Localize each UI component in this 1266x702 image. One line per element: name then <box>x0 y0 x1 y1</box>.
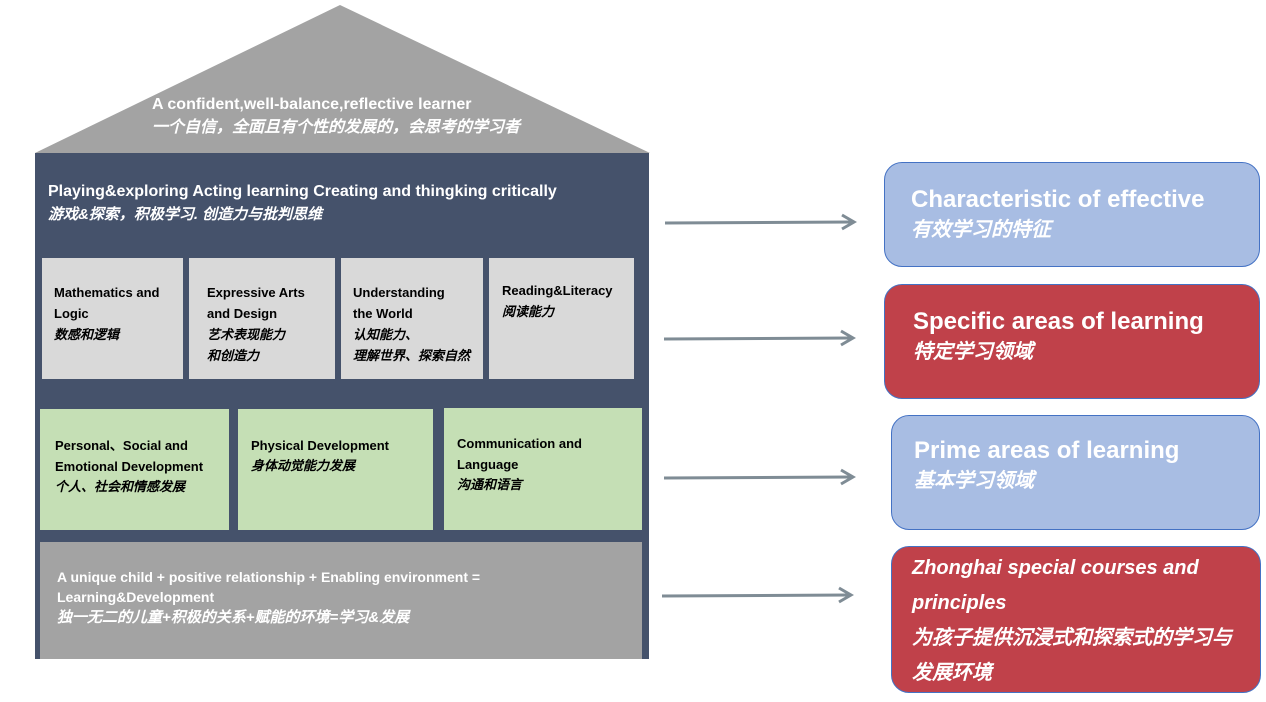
specific-area-zh: 和创造力 <box>207 348 260 363</box>
label-en: Zhonghai special courses and principles <box>912 557 1199 614</box>
prime-area-zh: 个人、社会和情感发展 <box>55 479 186 494</box>
arrow-icon <box>664 213 857 231</box>
arrow-icon <box>663 468 856 486</box>
label-zhonghai-courses: Zhonghai special courses and principles … <box>891 546 1261 693</box>
prime-area-box: Communication and Language 沟通和语言 <box>444 408 642 530</box>
roof-title-en: A confident,well-balance,reflective lear… <box>152 96 472 113</box>
roof-title-zh: 一个自信，全面且有个性的发展的，会思考的学习者 <box>152 119 521 136</box>
specific-area-zh: 阅读能力 <box>502 304 555 319</box>
prime-area-en: Communication and Language <box>457 436 582 472</box>
specific-area-en: Mathematics and Logic <box>54 285 160 321</box>
specific-area-en: Understanding the World <box>353 285 445 321</box>
label-en: Prime areas of learning <box>914 437 1180 464</box>
characteristics-zh: 游戏&探索，积极学习. 创造力与批判思维 <box>48 206 323 223</box>
label-characteristics: Characteristic of effective 有效学习的特征 <box>884 162 1260 267</box>
label-zh: 基本学习领域 <box>914 470 1034 492</box>
specific-area-zh: 理解世界、探索自然 <box>353 348 471 363</box>
label-en: Specific areas of learning <box>913 308 1204 335</box>
foundation-en: A unique child + positive relationship +… <box>57 569 481 605</box>
specific-area-zh: 认知能力、 <box>353 327 419 342</box>
characteristics-text: Playing&exploring Acting learning Creati… <box>48 180 557 226</box>
label-zh: 为孩子提供沉浸式和探索式的学习与发展环境 <box>912 627 1232 684</box>
label-specific-areas: Specific areas of learning 特定学习领域 <box>884 284 1260 399</box>
label-prime-areas: Prime areas of learning 基本学习领域 <box>891 415 1260 530</box>
label-zh: 有效学习的特征 <box>911 219 1051 241</box>
specific-area-box: Expressive Arts and Design 艺术表现能力 和创造力 <box>189 258 335 379</box>
specific-area-en: Expressive Arts and Design <box>207 285 305 321</box>
label-en: Characteristic of effective <box>911 186 1205 213</box>
label-zh: 特定学习领域 <box>913 341 1033 363</box>
roof-text: A confident,well-balance,reflective lear… <box>152 94 520 140</box>
prime-area-box: Physical Development 身体动觉能力发展 <box>238 409 433 530</box>
roof <box>35 5 650 153</box>
prime-area-zh: 身体动觉能力发展 <box>251 458 356 473</box>
specific-area-box: Reading&Literacy 阅读能力 <box>489 258 634 379</box>
roof-triangle <box>35 5 650 153</box>
arrow-icon <box>661 586 854 604</box>
arrow-icon <box>663 329 856 347</box>
specific-area-zh: 数感和逻辑 <box>54 327 120 342</box>
specific-area-box: Mathematics and Logic 数感和逻辑 <box>42 258 183 379</box>
prime-area-en: Personal、Social and Emotional Developmen… <box>55 438 204 474</box>
characteristics-en: Playing&exploring Acting learning Creati… <box>48 183 557 200</box>
specific-area-zh: 艺术表现能力 <box>207 327 286 342</box>
specific-area-en: Reading&Literacy <box>502 283 613 298</box>
foundation-zh: 独一无二的儿童+积极的关系+赋能的环境=学习&发展 <box>57 609 410 626</box>
prime-area-box: Personal、Social and Emotional Developmen… <box>40 409 229 530</box>
specific-area-box: Understanding the World 认知能力、 理解世界、探索自然 <box>341 258 483 379</box>
prime-area-en: Physical Development <box>251 438 389 453</box>
prime-area-zh: 沟通和语言 <box>457 477 523 492</box>
foundation-box: A unique child + positive relationship +… <box>40 542 642 659</box>
